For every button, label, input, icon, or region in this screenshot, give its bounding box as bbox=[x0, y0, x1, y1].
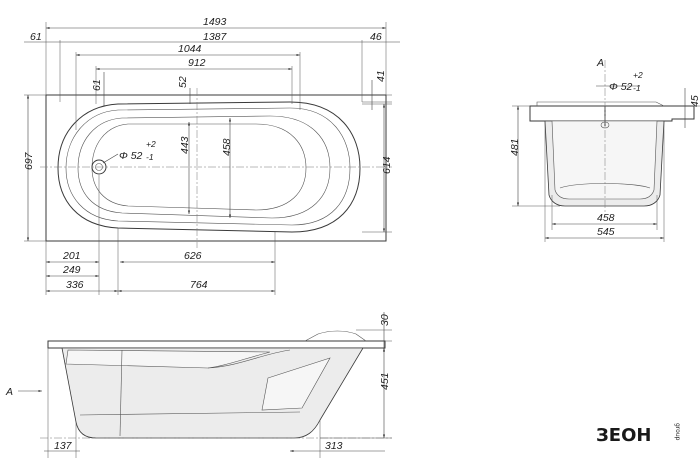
dim-bottom-764: 764 bbox=[190, 279, 208, 291]
drain-label: Φ 52 bbox=[119, 150, 143, 162]
dim-bottom-626: 626 bbox=[184, 250, 202, 262]
side-dim-137: 137 bbox=[54, 440, 73, 452]
top-view: 1493 61 1387 46 1044 912 61 52 41 697 bbox=[23, 16, 400, 295]
dim-rim-41: 41 bbox=[375, 70, 387, 82]
dim-52: 52 bbox=[177, 76, 189, 88]
section-view: A Φ 52 +2 -1 481 45 458 545 bbox=[509, 57, 700, 242]
dim-right-offset: 46 bbox=[370, 31, 382, 43]
side-dim-30: 30 bbox=[379, 314, 391, 326]
tub-bowl-outline bbox=[57, 101, 361, 233]
section-dim-481: 481 bbox=[509, 138, 521, 156]
dim-overall-width: 697 bbox=[23, 151, 35, 170]
section-dim-458: 458 bbox=[597, 212, 615, 224]
section-drain-tol-minus: -1 bbox=[633, 83, 641, 93]
brand-logo: ЗЕОН group bbox=[596, 423, 681, 446]
dim-1044: 1044 bbox=[178, 43, 202, 55]
dim-width-458: 458 bbox=[221, 138, 233, 156]
drain-tol-minus: -1 bbox=[146, 152, 154, 162]
dim-left-offset: 61 bbox=[30, 31, 42, 43]
dim-drain-61: 61 bbox=[91, 79, 103, 91]
brand-logo-side: group bbox=[674, 423, 681, 441]
section-dim-545: 545 bbox=[597, 226, 615, 238]
dim-overall-length: 1493 bbox=[203, 16, 227, 28]
dim-1387: 1387 bbox=[203, 31, 228, 43]
dim-912: 912 bbox=[188, 57, 206, 69]
section-label-a: A bbox=[596, 57, 604, 69]
drain-tol-plus: +2 bbox=[146, 139, 156, 149]
dim-bottom-336: 336 bbox=[66, 279, 84, 291]
dim-bottom-249: 249 bbox=[62, 264, 81, 276]
dim-width-443: 443 bbox=[179, 136, 191, 154]
section-drain-tol-plus: +2 bbox=[633, 70, 643, 80]
brand-logo-text: ЗЕОН bbox=[596, 425, 651, 446]
dim-width-614: 614 bbox=[381, 156, 393, 174]
side-dim-313: 313 bbox=[325, 440, 343, 452]
section-dim-45: 45 bbox=[689, 95, 700, 107]
side-dim-451: 451 bbox=[379, 372, 391, 390]
side-arrow-label: A bbox=[5, 386, 13, 398]
side-rim bbox=[47, 340, 386, 349]
section-drain-label: Φ 52 bbox=[609, 81, 633, 93]
section-rim bbox=[529, 105, 695, 122]
side-view: A 30 451 137 313 bbox=[5, 312, 392, 458]
tub-outer-rim bbox=[45, 94, 387, 242]
dim-bottom-201: 201 bbox=[62, 250, 81, 262]
